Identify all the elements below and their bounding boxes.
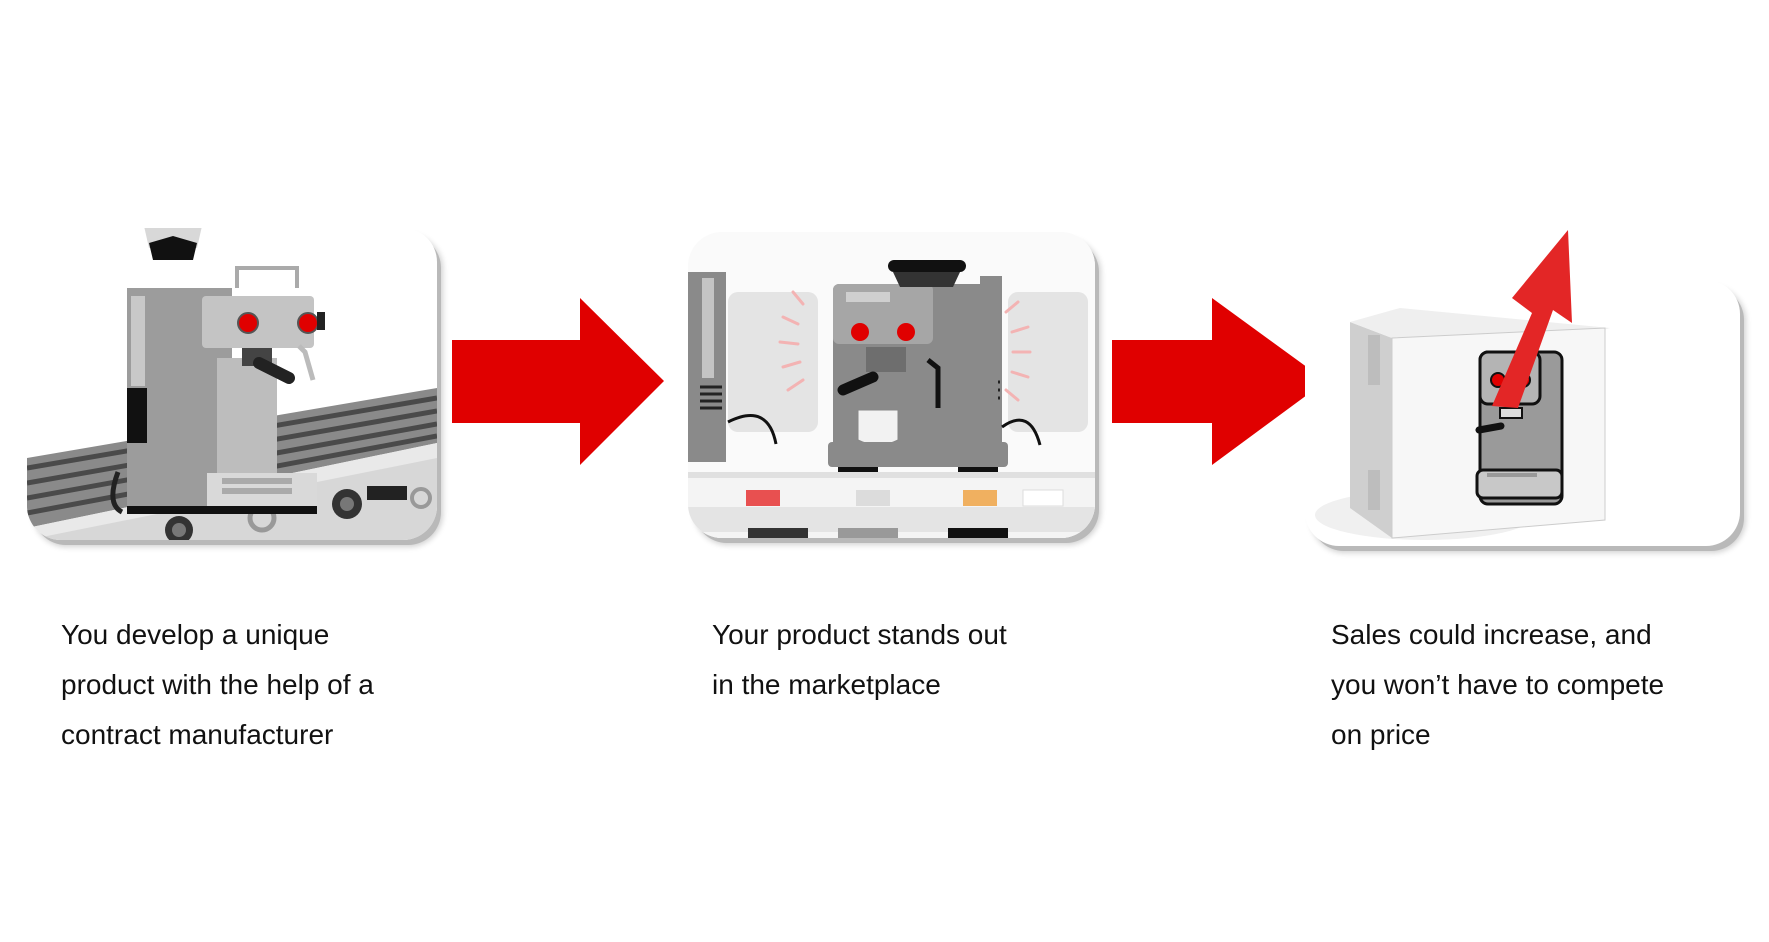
step-2-image: [688, 232, 1095, 538]
caption-line: contract manufacturer: [61, 719, 334, 750]
step-3-caption: Sales could increase, and you won’t have…: [1331, 610, 1664, 760]
espresso-machine-conveyor-illustration: [27, 228, 437, 540]
caption-line: product with the help of a: [61, 669, 374, 700]
right-arrow-icon: [1112, 298, 1326, 465]
caption-line: on price: [1331, 719, 1431, 750]
caption-line: you won’t have to compete: [1331, 669, 1665, 700]
step-2-caption: Your product stands out in the marketpla…: [712, 610, 1007, 710]
caption-line: Sales could increase, and: [1331, 619, 1652, 650]
caption-line: Your product stands out: [712, 619, 1007, 650]
caption-line: in the marketplace: [712, 669, 941, 700]
boxed-product-illustration: [1315, 308, 1610, 540]
espresso-machine-store-shelf-illustration: [688, 232, 1095, 538]
caption-line: You develop a unique: [61, 619, 330, 650]
step-1-image: [27, 228, 437, 540]
growth-arrow-icon: [1490, 228, 1575, 408]
step-3-image: [1305, 280, 1740, 546]
step-1-caption: You develop a unique product with the he…: [61, 610, 374, 760]
right-arrow-icon: [452, 298, 664, 465]
